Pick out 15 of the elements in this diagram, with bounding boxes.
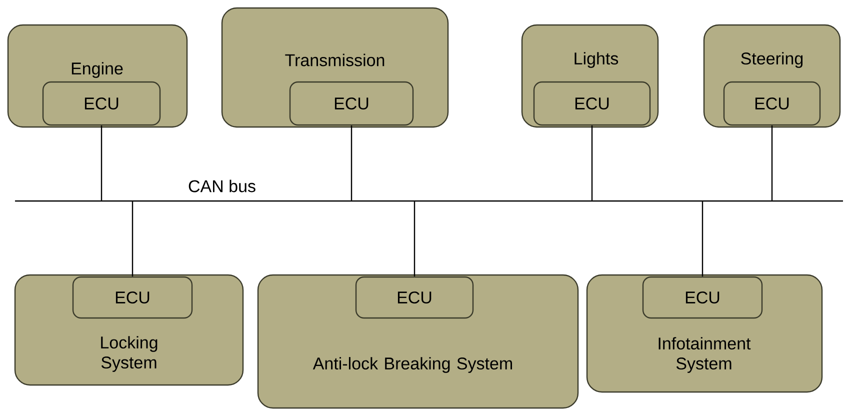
ecu-box: ECU (289, 81, 414, 126)
ecu-box: ECU (533, 81, 651, 126)
connector-line (771, 126, 773, 201)
connector-line (350, 126, 352, 201)
bus-line: CAN bus (14, 180, 844, 202)
connector-line (702, 200, 704, 276)
ecu-box: ECU (355, 276, 474, 319)
ecu-box: ECU (642, 276, 763, 319)
connector-line (100, 126, 102, 201)
connector-line (591, 126, 593, 201)
ecu-box: ECU (42, 81, 161, 126)
ecu-box: ECU (72, 276, 193, 319)
connector-line (132, 200, 134, 276)
ecu-box: ECU (723, 81, 821, 126)
connector-line (414, 200, 416, 276)
